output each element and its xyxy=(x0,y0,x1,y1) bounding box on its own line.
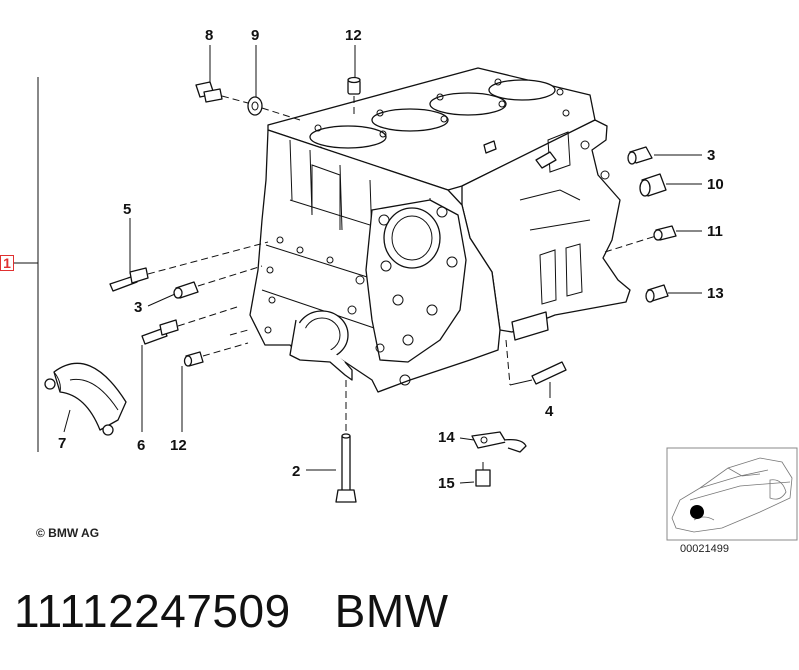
part-8-screw-plug xyxy=(195,81,223,103)
callout-4[interactable]: 4 xyxy=(545,403,554,420)
part-12-dowel-sleeve-bottom xyxy=(183,351,204,367)
engine-location-marker xyxy=(690,505,704,519)
car-outline-icon xyxy=(671,457,793,533)
vehicle-location-inset: 00021499 xyxy=(666,447,798,555)
brand-name: BMW xyxy=(334,585,449,637)
callout-12-bottom[interactable]: 12 xyxy=(170,437,187,454)
selected-callout-1[interactable]: 1 xyxy=(0,255,14,271)
callout-2[interactable]: 2 xyxy=(292,463,300,480)
callout-numbers: 8 9 12 3 10 11 13 5 3 6 12 7 4 2 14 15 xyxy=(58,27,724,492)
callout-3-right[interactable]: 3 xyxy=(707,147,715,164)
inset-reference-code: 00021499 xyxy=(680,543,729,555)
engine-block xyxy=(249,67,631,393)
part-6-stud xyxy=(141,319,179,345)
part-3-plug-right xyxy=(627,146,653,165)
part-number: 11112247509 xyxy=(14,585,291,637)
callout-12-top[interactable]: 12 xyxy=(345,27,362,44)
callout-10[interactable]: 10 xyxy=(707,176,724,193)
assembly-bracket xyxy=(14,77,39,452)
callout-5[interactable]: 5 xyxy=(123,201,131,218)
leader-lines xyxy=(63,45,702,484)
callout-3-left[interactable]: 3 xyxy=(134,299,142,316)
callout-7[interactable]: 7 xyxy=(58,435,66,452)
part-13-plug xyxy=(645,284,669,303)
callout-6[interactable]: 6 xyxy=(137,437,145,454)
part-10-plug xyxy=(639,173,667,197)
callout-15[interactable]: 15 xyxy=(438,475,455,492)
part-5-stud xyxy=(109,267,149,292)
copyright-label: © BMW AG xyxy=(36,526,99,540)
callout-11[interactable]: 11 xyxy=(707,223,723,240)
part-7-bearing-cap xyxy=(44,362,127,436)
part-9-gasket-ring xyxy=(247,96,263,116)
part-4-stud xyxy=(531,361,567,385)
callout-9[interactable]: 9 xyxy=(251,27,259,44)
part-14-oil-nozzle xyxy=(471,431,527,453)
part-12-dowel-sleeve-top xyxy=(347,76,361,95)
part-15-screw xyxy=(475,462,491,487)
part-2-main-bearing-bolt xyxy=(335,433,357,503)
callout-14[interactable]: 14 xyxy=(438,429,455,446)
part-3-dowel-left xyxy=(173,281,199,299)
part-11-plug xyxy=(653,225,677,241)
part-caption: 11112247509 BMW xyxy=(14,584,449,638)
callout-8[interactable]: 8 xyxy=(205,27,213,44)
callout-13[interactable]: 13 xyxy=(707,285,724,302)
